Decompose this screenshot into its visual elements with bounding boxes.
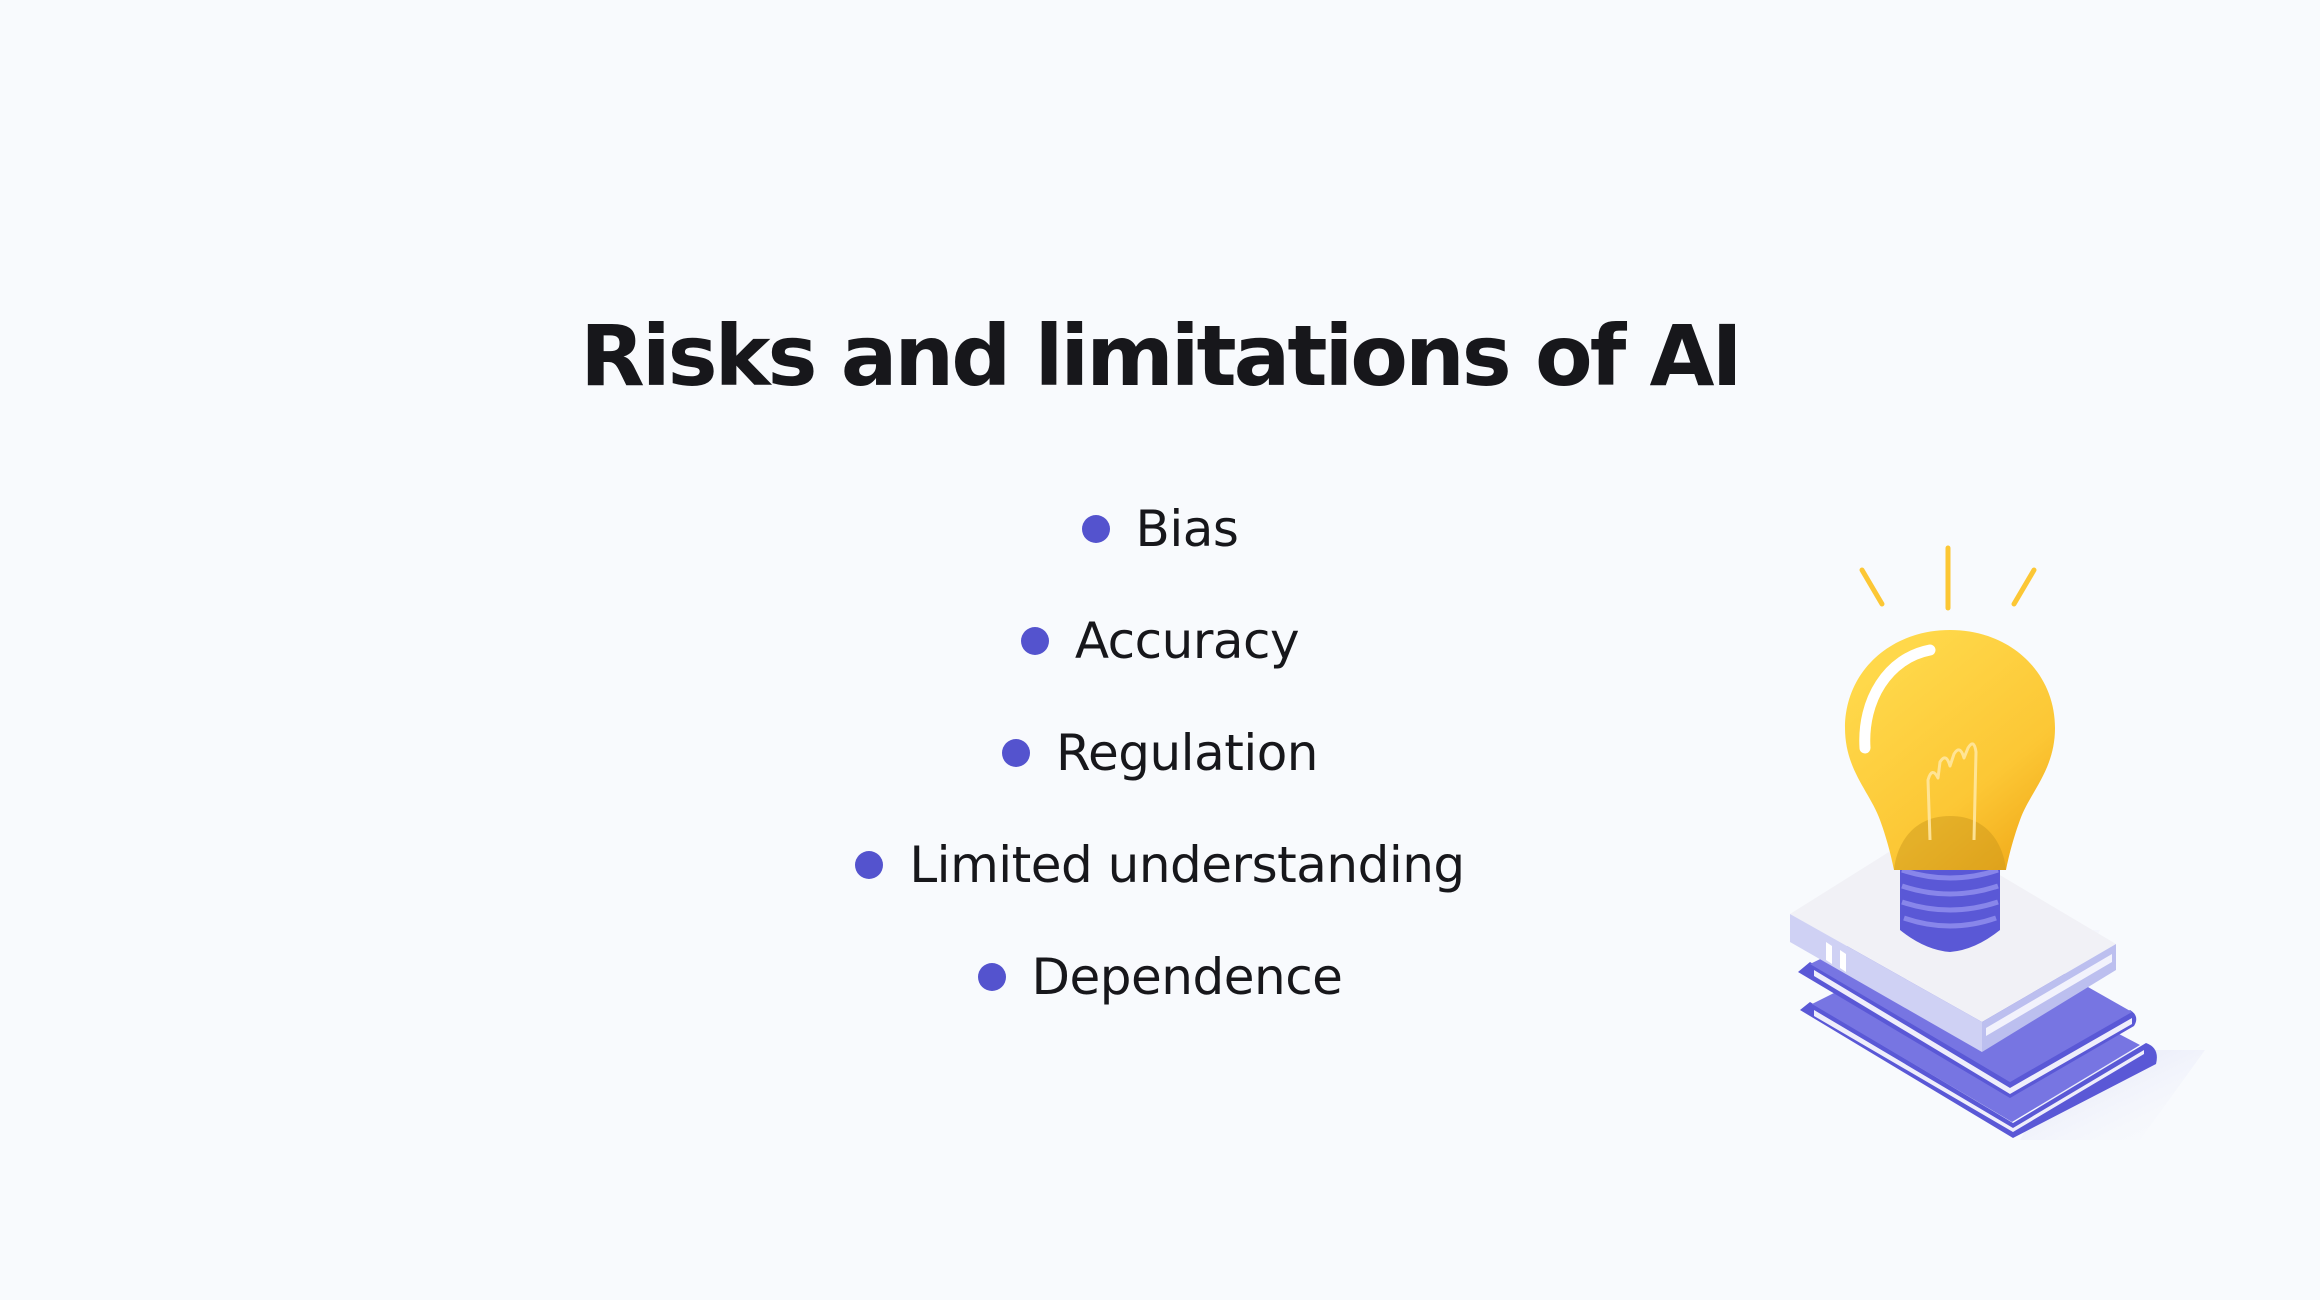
bullet-dot-icon (855, 851, 884, 879)
bullet-item: Limited understanding (0, 830, 2320, 900)
bullet-text: Dependence (1031, 948, 1343, 1006)
bullet-text: Bias (1135, 500, 1239, 558)
bullet-dot-icon (1002, 739, 1030, 767)
bullet-text: Accuracy (1074, 612, 1300, 670)
bullet-text: Regulation (1056, 724, 1319, 782)
bullet-item: Bias (0, 494, 2320, 564)
bullet-dot-icon (1081, 515, 1110, 543)
slide-title: Risks and limitations of AI (580, 307, 1743, 405)
bullet-dot-icon (977, 963, 1006, 991)
bullet-text: Limited understanding (909, 836, 1465, 894)
bullet-item: Accuracy (0, 606, 2320, 676)
bullet-item: Dependence (0, 942, 2320, 1012)
bullet-dot-icon (1020, 627, 1049, 655)
lightbulb-on-books-icon (1790, 545, 2205, 1140)
bullet-item: Regulation (0, 718, 2320, 788)
